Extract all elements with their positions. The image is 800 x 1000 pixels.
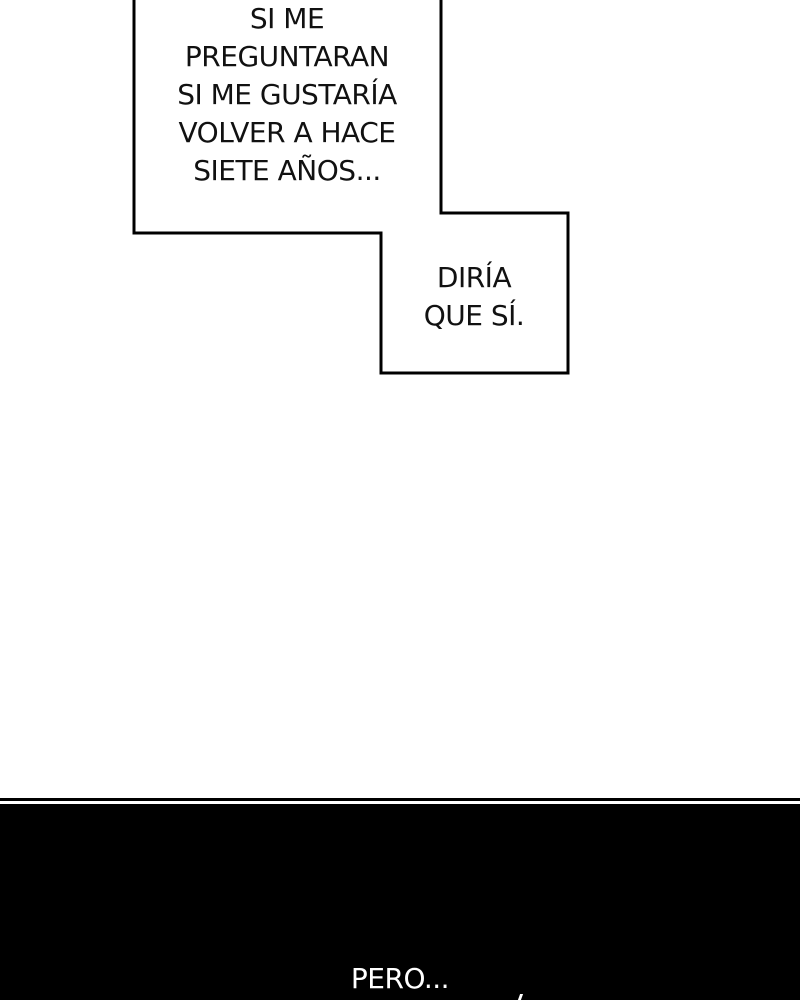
panel-gap-line <box>0 801 800 804</box>
narration-caption-panel: SI ME PREGUNTARAN SI ME GUSTARÍA VOLVER … <box>0 0 800 400</box>
caption-line: SI ME GUSTARÍA <box>177 78 397 111</box>
dark-panel <box>0 798 800 1000</box>
caption-line: SI ME <box>249 2 325 35</box>
caption-lower-text: DIRÍA QUE SÍ. <box>381 259 567 335</box>
caption-line: QUE SÍ. <box>423 299 525 332</box>
dark-panel-text: PERO... <box>350 962 450 995</box>
caption-line: VOLVER A HACE <box>178 116 396 149</box>
caption-upper-text: SI ME PREGUNTARAN SI ME GUSTARÍA VOLVER … <box>134 0 440 190</box>
caption-line: SIETE AÑOS... <box>193 154 381 187</box>
caption-line: PREGUNTARAN <box>184 40 390 73</box>
caption-line: DIRÍA <box>436 261 512 294</box>
caption-box-outline <box>132 0 570 375</box>
panel-border <box>0 798 800 801</box>
